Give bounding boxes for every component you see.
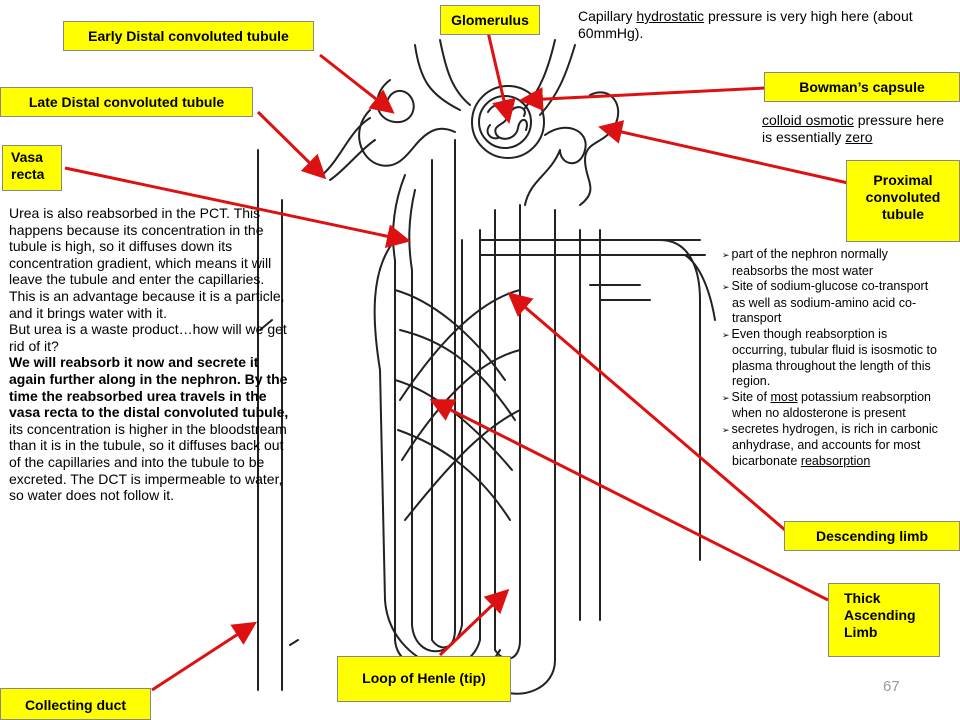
pct-fact-2-text: Site of sodium-glucose co-transport as w… [731, 279, 929, 325]
capillary-pressure-note: Capillary hydrostatic pressure is very h… [578, 8, 958, 42]
pct-fact-5-pre: secretes hydrogen, is rich in carbonic a… [731, 421, 938, 468]
label-early-dct: Early Distal convoluted tubule [63, 21, 314, 51]
pct-fact-4-pre: Site of [731, 389, 771, 404]
capillary-note-pre: Capillary [578, 8, 637, 24]
capillary-note-post: pressure is very high here (about 60mmHg… [578, 8, 913, 41]
colloid-note-colloid-osmotic: colloid osmotic [762, 112, 854, 128]
pct-fact-3-text: Even though reabsorption is occurring, t… [731, 326, 937, 389]
late-dct [321, 117, 376, 181]
pct-fact-5: secretes hydrogen, is rich in carbonic a… [722, 422, 944, 470]
glomerulus-tangle [486, 103, 528, 140]
urea-note-p1: Urea is also reabsorbed in the PCT. This… [9, 205, 272, 288]
pct-fact-3: Even though reabsorption is occurring, t… [722, 327, 944, 390]
label-collecting-duct: Collecting duct [0, 688, 151, 720]
pct-fact-5-underlined: reabsorption [800, 453, 871, 468]
pct [524, 91, 620, 206]
colloid-pressure-note: colloid osmotic pressure here is essenti… [762, 112, 952, 146]
pct-fact-4-post: potassium reabsorption when no aldostero… [732, 389, 931, 421]
pct-fact-1: part of the nephron normally reabsorbs t… [722, 247, 944, 279]
colloid-note-zero: zero [845, 129, 873, 145]
label-late-dct: Late Distal convoluted tubule [0, 87, 253, 117]
afferent-arteriole [414, 39, 471, 111]
pct-fact-4: Site of most potassium reabsorption when… [722, 390, 944, 422]
pct-fact-4-most: most [770, 389, 798, 404]
urea-note-rest: its concentration is higher in the blood… [9, 420, 287, 504]
capillary-network [394, 289, 521, 521]
urea-reabsorption-notes: Urea is also reabsorbed in the PCT. This… [9, 205, 294, 504]
page-number: 67 [883, 678, 900, 695]
urea-note-p2: This is an advantage because it is a par… [9, 287, 285, 321]
label-thick-ascending-limb: Thick Ascending Limb [828, 583, 940, 657]
urea-note-bold: We will reabsorb it now and secrete it a… [9, 354, 289, 421]
label-glomerulus: Glomerulus [440, 5, 540, 35]
label-descending-limb: Descending limb [784, 521, 960, 551]
efferent-arteriole [524, 39, 576, 116]
label-vasa-recta: Vasa recta [2, 145, 62, 191]
label-bowmans-capsule: Bowman’s capsule [764, 72, 960, 102]
pct-fact-1-text: part of the nephron normally reabsorbs t… [731, 247, 888, 278]
right-vessels [479, 229, 716, 621]
collecting-duct-wall [257, 149, 299, 691]
colloid-note-mid: pressure here is essentially [762, 112, 945, 145]
descending-limb [494, 204, 521, 660]
urea-note-p3: But urea is a waste product…how will we … [9, 321, 287, 354]
early-dct [358, 79, 456, 167]
urea-note-p4: We will reabsorb it now and secrete it a… [9, 354, 294, 503]
pct-facts-list: part of the nephron normally reabsorbs t… [722, 247, 944, 469]
pct-fact-2: Site of sodium-glucose co-transport as w… [722, 279, 944, 327]
capillary-note-hydrostatic: hydrostatic [636, 8, 705, 24]
label-loop-of-henle: Loop of Henle (tip) [337, 656, 511, 702]
label-pct: Proximal convoluted tubule [846, 160, 960, 242]
